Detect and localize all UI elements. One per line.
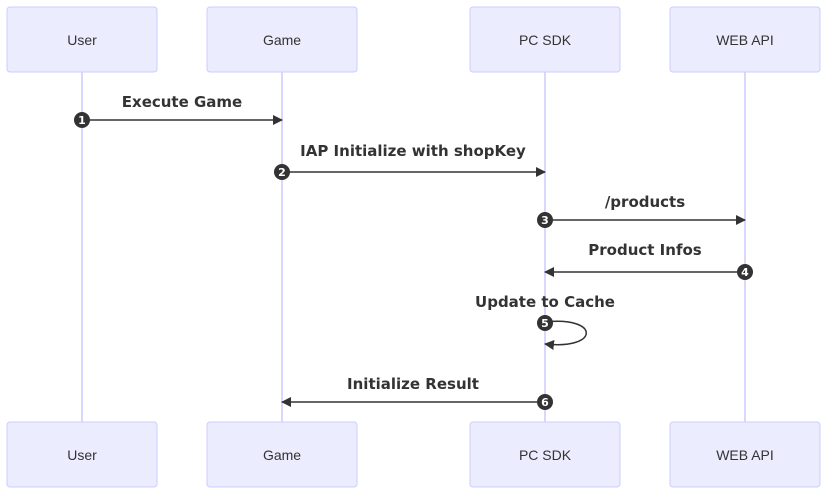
message-1: Execute Game 1 bbox=[74, 93, 283, 128]
message-label: Execute Game bbox=[122, 93, 242, 111]
actor-game-bottom: Game bbox=[206, 421, 358, 488]
actor-webapi-bottom: WEB API bbox=[669, 421, 821, 488]
sequence-number-badge bbox=[537, 394, 553, 410]
actor-label: User bbox=[67, 32, 97, 48]
message-label: /products bbox=[605, 193, 685, 211]
message-4: Product Infos 4 bbox=[544, 241, 753, 280]
actor-pcsdk-bottom: PC SDK bbox=[469, 421, 621, 488]
sequence-number-badge bbox=[74, 112, 90, 128]
actor-label: Game bbox=[263, 32, 301, 48]
message-label: Initialize Result bbox=[347, 375, 479, 393]
message-6: Initialize Result 6 bbox=[281, 375, 553, 410]
message-5: Update to Cache 5 bbox=[475, 293, 615, 350]
message-3: /products 3 bbox=[537, 193, 746, 228]
message-label: Update to Cache bbox=[475, 293, 615, 311]
actor-label: Game bbox=[263, 447, 301, 463]
sequence-number-badge bbox=[737, 264, 753, 280]
actor-user-top: User bbox=[6, 6, 158, 73]
sequence-number: 1 bbox=[78, 114, 86, 127]
actor-label: WEB API bbox=[716, 447, 774, 463]
message-2: IAP Initialize with shopKey 2 bbox=[274, 142, 546, 180]
actor-webapi-top: WEB API bbox=[669, 6, 821, 73]
actor-label: User bbox=[67, 447, 97, 463]
sequence-number-badge bbox=[274, 164, 290, 180]
sequence-number-badge bbox=[537, 212, 553, 228]
sequence-number-badge bbox=[537, 315, 553, 331]
sequence-number: 2 bbox=[278, 166, 286, 179]
message-label: IAP Initialize with shopKey bbox=[300, 142, 526, 160]
actor-pcsdk-top: PC SDK bbox=[469, 6, 621, 73]
actor-game-top: Game bbox=[206, 6, 358, 73]
sequence-number: 6 bbox=[541, 396, 549, 409]
actor-label: WEB API bbox=[716, 32, 774, 48]
actor-user-bottom: User bbox=[6, 421, 158, 488]
actor-label: PC SDK bbox=[519, 32, 572, 48]
sequence-number: 4 bbox=[741, 266, 749, 279]
sequence-number: 3 bbox=[541, 214, 549, 227]
sequence-number: 5 bbox=[541, 317, 549, 330]
actor-label: PC SDK bbox=[519, 447, 572, 463]
message-label: Product Infos bbox=[588, 241, 701, 259]
